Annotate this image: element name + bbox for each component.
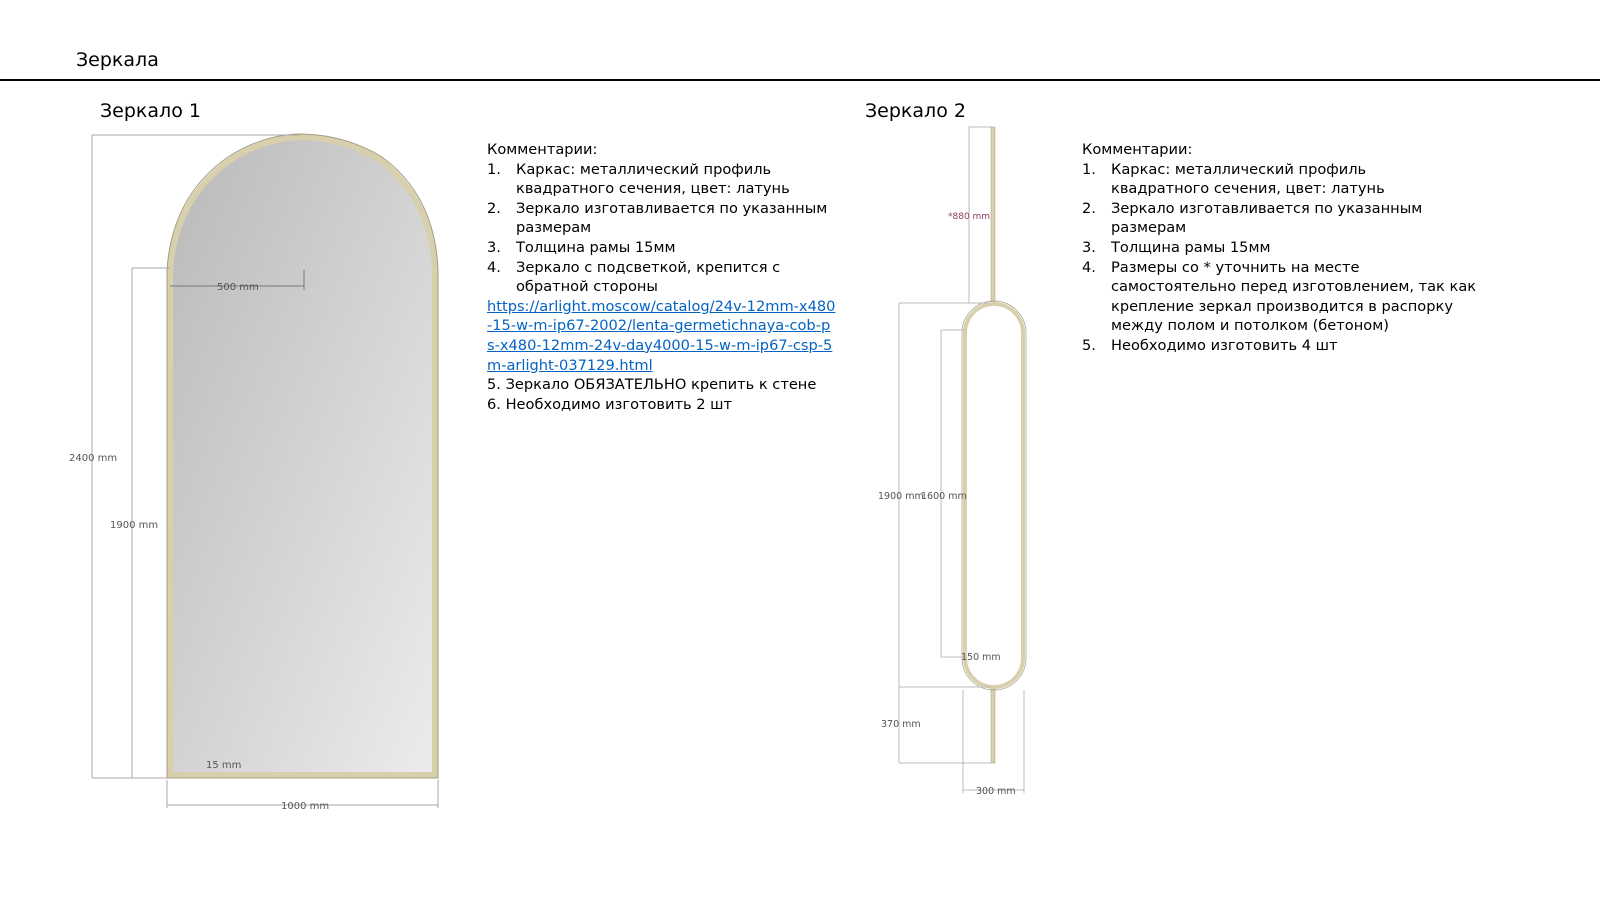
dim-15: 15 mm	[206, 760, 241, 771]
list-item: 3.Толщина рамы 15мм	[1082, 238, 1271, 256]
page-title: Зеркала	[76, 49, 159, 71]
list-item: 4.Размеры со * уточнить на месте самосто…	[1082, 258, 1477, 335]
mirror1-comments: Комментарии: 1.Каркас: металлический про…	[487, 140, 837, 414]
list-item: 5.Необходимо изготовить 4 шт	[1082, 336, 1338, 354]
list-item: 5. Зеркало ОБЯЗАТЕЛЬНО крепить к стене	[487, 376, 817, 394]
mirror1-frame	[167, 133, 438, 778]
dim-1900: 1900 mm	[110, 520, 158, 531]
dim-2400: 2400 mm	[69, 453, 117, 464]
dim-880: *880 mm	[948, 212, 990, 222]
list-item: 1.Каркас: металлический профиль квадратн…	[1082, 160, 1385, 198]
dim-1000: 1000 mm	[281, 801, 329, 812]
header-divider	[0, 79, 1600, 81]
list-item: 6. Необходимо изготовить 2 шт	[487, 395, 733, 413]
dim-500: 500 mm	[217, 282, 259, 293]
mirror1-title: Зеркало 1	[100, 100, 201, 122]
list-item: 2.Зеркало изготавливается по указанным р…	[487, 199, 828, 237]
list-item: 4.Зеркало с подсветкой, крепится с обрат…	[487, 258, 781, 296]
mirror2-comments: Комментарии: 1.Каркас: металлический про…	[1082, 140, 1482, 356]
comments-label: Комментарии:	[487, 141, 598, 158]
dim-300: 300 mm	[976, 786, 1016, 797]
mirror2-frame	[963, 302, 1025, 689]
list-item: 3.Толщина рамы 15мм	[487, 238, 676, 256]
mirror2-title: Зеркало 2	[865, 100, 966, 122]
dim-150: 150 mm	[961, 652, 1001, 663]
dim-1900: 1900 mm	[878, 491, 924, 502]
list-item: 1.Каркас: металлический профиль квадратн…	[487, 160, 790, 198]
dim-1600: 1600 mm	[921, 491, 967, 502]
led-strip-link[interactable]: https://arlight.moscow/catalog/24v-12mm-…	[487, 297, 836, 374]
mirror2-drawing: *880 mm 1900 mm 1600 mm 150 mm 370 mm 30…	[878, 126, 1027, 797]
list-item: 2.Зеркало изготавливается по указанным р…	[1082, 199, 1423, 237]
comments-label: Комментарии:	[1082, 141, 1193, 158]
mirror1-drawing: 2400 mm 1900 mm 500 mm 15 mm 1000 mm	[69, 133, 439, 812]
dim-370: 370 mm	[881, 719, 921, 730]
